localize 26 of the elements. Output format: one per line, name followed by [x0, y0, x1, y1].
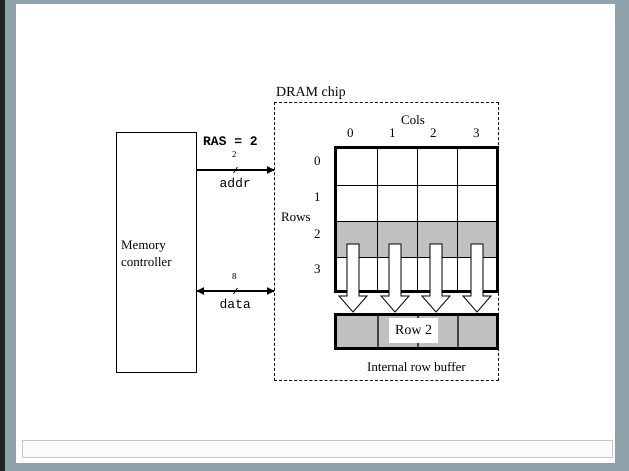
- axis-label: 3: [473, 126, 480, 139]
- edge-label: addr: [220, 176, 251, 191]
- chip-heading: DRAM chip: [276, 84, 346, 102]
- axis-label: 3: [314, 262, 320, 275]
- edge-label: data: [220, 297, 251, 312]
- buffer-row-label: Row 2: [389, 318, 438, 343]
- bus-width-label: 2: [232, 150, 236, 159]
- block-arrow: [420, 244, 452, 313]
- bus-arrow: [197, 166, 275, 174]
- axis-label: 1: [314, 190, 320, 203]
- axis-label: 2: [314, 227, 320, 240]
- block-arrow: [380, 244, 410, 313]
- axis-label: 0: [347, 126, 354, 139]
- block-arrow: [338, 244, 368, 313]
- bus-arrow: [196, 287, 275, 295]
- axis-label: 2: [430, 126, 436, 139]
- buffer-caption: Internal row buffer: [367, 358, 466, 376]
- axis-label: 1: [389, 126, 396, 139]
- axis-label: Rows: [281, 210, 311, 223]
- address-annotation: RAS = 2: [203, 135, 258, 148]
- controller-box: [116, 132, 197, 373]
- controller-label: Memory controller: [121, 236, 173, 270]
- block-arrow: [462, 244, 492, 313]
- axis-label: Cols: [401, 113, 425, 126]
- axis-label: 0: [314, 154, 320, 167]
- bus-width-label: 8: [232, 272, 236, 281]
